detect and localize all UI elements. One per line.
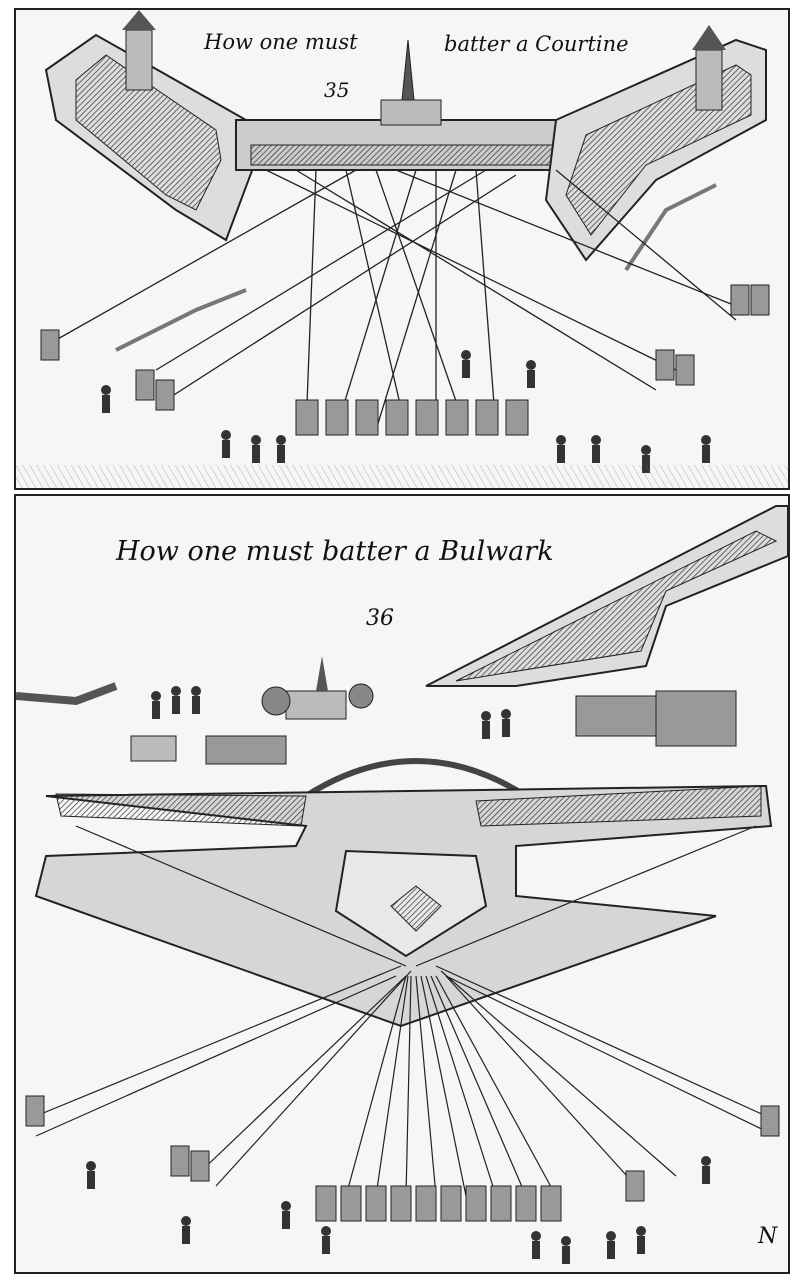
- bridge-arc: [304, 758, 528, 799]
- bastion-parapet-right: [475, 785, 762, 827]
- trench-left: [115, 288, 247, 352]
- village-spire: [316, 656, 328, 691]
- plate-35-number: 35: [324, 78, 350, 102]
- plate-36-engraving: How one must batter a Bulwark 36 N: [14, 494, 790, 1274]
- left-tower-roof: [122, 10, 156, 30]
- left-palisade: [16, 682, 118, 706]
- plate-35-caption-right: batter a Courtine: [444, 32, 629, 56]
- gabion-battery: [295, 399, 529, 436]
- fortress-bulwark-illustration: [16, 505, 788, 1264]
- soldiers: [86, 686, 711, 1264]
- engraver-signature: N: [758, 1224, 778, 1249]
- bastion-inner: [390, 885, 442, 932]
- left-tower: [125, 29, 153, 91]
- curtain-parapet: [250, 144, 562, 166]
- trench-right: [624, 183, 717, 272]
- tree: [261, 686, 291, 716]
- plate-36-caption: How one must batter a Bulwark: [116, 536, 554, 567]
- left-gabions: [40, 329, 175, 411]
- upper-right-ditch: [455, 530, 778, 682]
- village-house: [130, 735, 177, 762]
- left-bastion-ditch: [75, 54, 222, 211]
- church-body: [380, 99, 442, 126]
- fortress-curtain-illustration: [16, 10, 788, 488]
- gabion-battery: [25, 1095, 780, 1222]
- right-tower-roof: [692, 25, 726, 50]
- village-church: [285, 690, 347, 720]
- bastion-parapet-left: [55, 793, 307, 827]
- right-gabions: [655, 284, 770, 386]
- right-tower: [695, 49, 723, 111]
- upper-right-rampart: [425, 505, 788, 687]
- soldiers: [101, 350, 711, 473]
- plate-35-caption-left: How one must: [204, 30, 358, 54]
- fire-lines: [55, 169, 747, 431]
- plate-35-engraving: How one must batter a Courtine 35: [14, 8, 790, 490]
- tree: [348, 683, 374, 709]
- gabion-rows: [205, 690, 737, 765]
- fire-lines: [35, 825, 777, 1197]
- plate-36-number: 36: [366, 606, 394, 631]
